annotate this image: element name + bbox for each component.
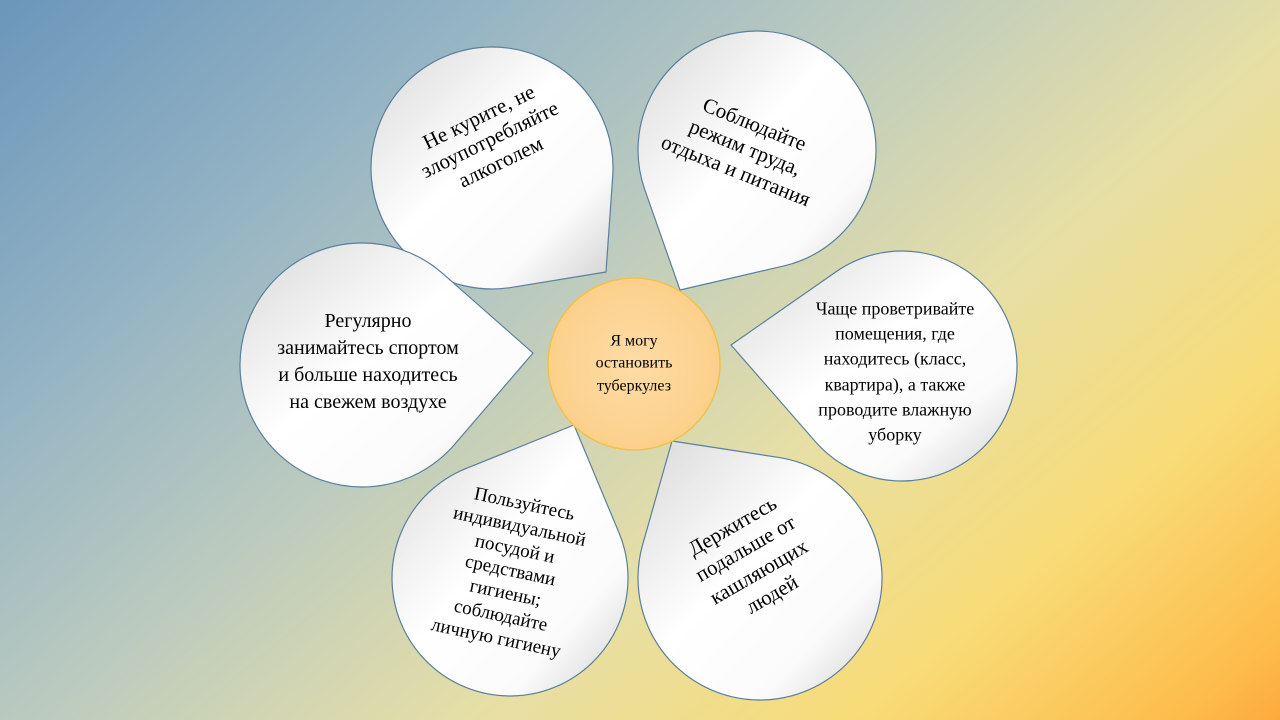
petal-shape-hygiene — [391, 424, 629, 697]
text-line: Чаще проветривайте — [815, 298, 975, 319]
text-line: туберкулез — [596, 377, 672, 395]
text-line: проводите влажную — [818, 399, 972, 420]
petal-text-ventilate: Чаще проветривайте помещения, где находи… — [816, 296, 975, 447]
petal-shape-sport — [239, 242, 534, 488]
text-line: находитесь (класс, — [823, 348, 967, 369]
text-line: Регулярно — [324, 310, 412, 332]
center-circle — [547, 277, 721, 451]
petal-shape-keep-away — [637, 440, 883, 701]
text-line: квартира), а также — [824, 374, 966, 394]
text-line: занимайтесь спортом — [277, 337, 459, 359]
text-line: остановить — [595, 354, 673, 372]
text-line: помещения, где — [835, 323, 955, 344]
petal-text-sport: Регулярно занимайтесь спортом и больше н… — [277, 308, 458, 416]
petal-shape-ventilate — [730, 250, 1018, 482]
text-line: уборку — [868, 424, 922, 445]
petal-shape-regime — [637, 30, 877, 291]
center-text: Я могу остановить туберкулез — [596, 330, 673, 397]
text-line: на свежем воздухе — [289, 391, 447, 413]
text-line: Я могу — [610, 332, 658, 350]
text-line: и больше находитесь — [278, 364, 458, 386]
